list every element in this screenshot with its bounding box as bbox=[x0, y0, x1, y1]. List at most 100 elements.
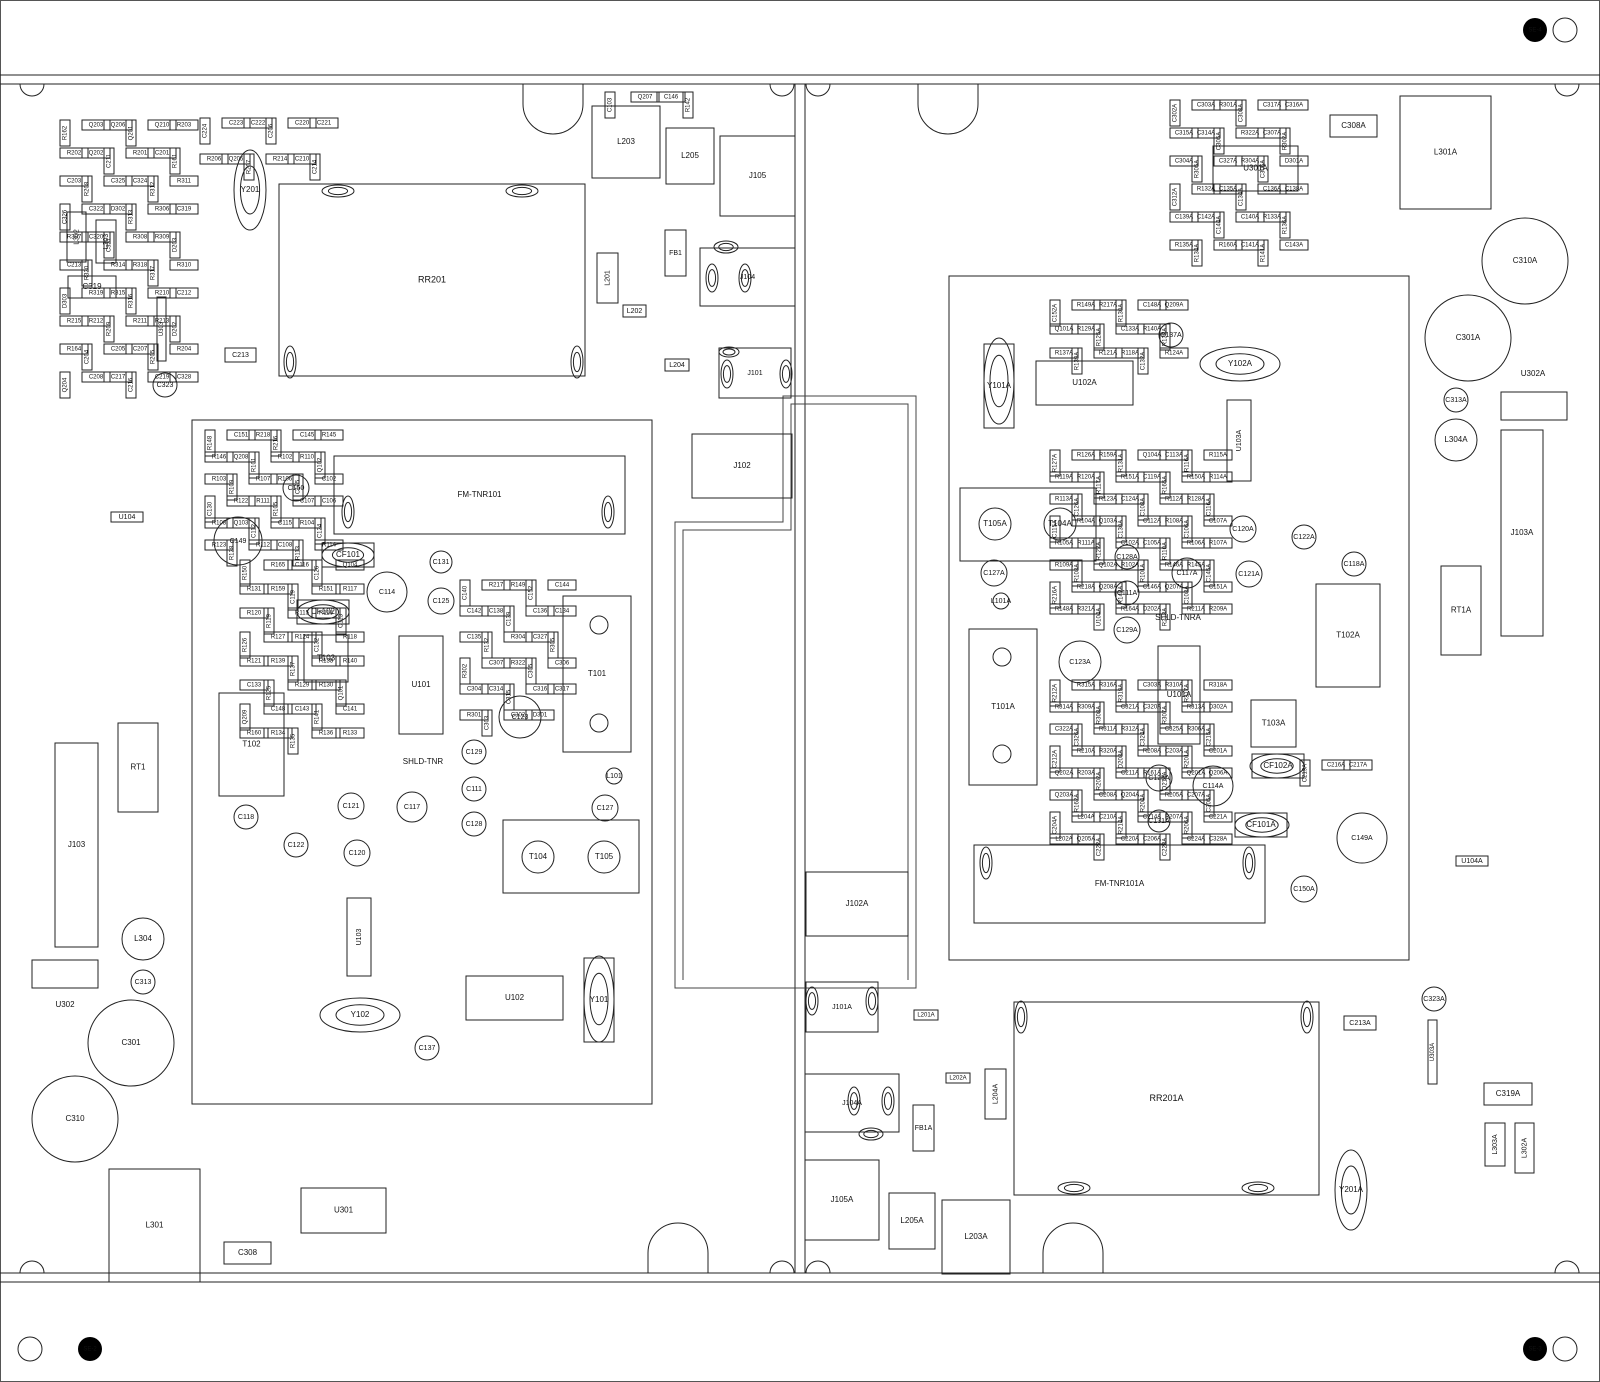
part-label: C220A bbox=[1121, 837, 1139, 843]
part-label: C122A bbox=[1293, 534, 1315, 541]
part-label: C108 bbox=[278, 543, 293, 549]
component-outline bbox=[287, 117, 317, 129]
oval-pad-inner bbox=[331, 547, 365, 563]
part-label: C320 bbox=[89, 235, 104, 241]
part-label: R164 bbox=[67, 347, 82, 353]
component-outline bbox=[263, 631, 293, 643]
part-label: R310A bbox=[1165, 683, 1183, 689]
component-outline bbox=[239, 559, 251, 587]
part-label: R151 bbox=[319, 587, 334, 593]
part-label: C216A bbox=[1327, 763, 1345, 769]
part-label: L302A bbox=[1521, 1138, 1528, 1159]
part-label: R164A bbox=[1121, 607, 1139, 613]
part-label: Q208 bbox=[234, 455, 249, 461]
oval-pad-inner bbox=[603, 501, 613, 523]
part-label: C213A bbox=[1349, 1020, 1371, 1027]
part-label: L101A bbox=[991, 598, 1012, 605]
part-label: R132 bbox=[485, 637, 491, 652]
oval-pad bbox=[319, 997, 401, 1033]
part-label: C204A bbox=[1053, 816, 1059, 834]
part-label: C223 bbox=[229, 121, 244, 127]
part-label: Q203A bbox=[1055, 793, 1074, 799]
part-label: C149A bbox=[1351, 835, 1373, 842]
component-outline bbox=[287, 679, 317, 691]
part-label: C326A bbox=[1075, 728, 1081, 746]
part-label: R142A bbox=[1119, 586, 1125, 604]
part-label: R304 bbox=[511, 635, 526, 641]
part-label: L204A bbox=[992, 1084, 999, 1105]
component-outline bbox=[1159, 679, 1189, 691]
part-label: R316A bbox=[1099, 683, 1117, 689]
oval-pad-inner bbox=[722, 365, 732, 383]
component-outline bbox=[1071, 767, 1101, 779]
component-outline bbox=[1159, 449, 1189, 461]
component-outline bbox=[314, 473, 344, 485]
component-outline bbox=[1213, 211, 1225, 239]
component-outline bbox=[1315, 583, 1381, 688]
part-label: C305 bbox=[529, 663, 535, 678]
component-outline bbox=[459, 683, 489, 695]
part-label: R118A bbox=[1121, 351, 1139, 357]
round-component bbox=[498, 695, 542, 739]
component-outline bbox=[314, 451, 326, 479]
part-label: J101A bbox=[832, 1004, 852, 1011]
part-label: R119 bbox=[267, 613, 273, 628]
part-label: R321A bbox=[1077, 607, 1095, 613]
part-label: R151A bbox=[1121, 475, 1139, 481]
part-label: C322 bbox=[89, 207, 104, 213]
round-component bbox=[233, 804, 259, 830]
round-component bbox=[1341, 551, 1367, 577]
part-label: J102 bbox=[733, 461, 751, 470]
part-label: C145 bbox=[300, 433, 315, 439]
part-label: C117 bbox=[404, 804, 420, 811]
part-label: R134A bbox=[1195, 244, 1201, 262]
part-label: R145 bbox=[322, 433, 337, 439]
oval-pad bbox=[738, 263, 752, 293]
oval-pad-inner bbox=[1016, 1006, 1026, 1028]
component-outline bbox=[1093, 537, 1105, 565]
part-label: C308A bbox=[1341, 121, 1366, 130]
part-label: C313A bbox=[1445, 397, 1467, 404]
part-label: R121 bbox=[247, 659, 262, 665]
component-outline bbox=[1235, 155, 1265, 167]
component-outline bbox=[1203, 515, 1233, 527]
part-label: R127A bbox=[1053, 454, 1059, 472]
oval-pad bbox=[847, 1086, 861, 1116]
component-outline bbox=[125, 231, 155, 243]
part-label: R315A bbox=[1077, 683, 1095, 689]
part-label: R103 bbox=[212, 477, 227, 483]
component-outline bbox=[204, 451, 234, 463]
part-label: C204 bbox=[85, 349, 91, 364]
part-label: T103A bbox=[1262, 719, 1286, 728]
part-label: C206A bbox=[1143, 837, 1161, 843]
part-label: R312A bbox=[1121, 727, 1139, 733]
part-label: C326 bbox=[63, 209, 69, 224]
part-label: C203 bbox=[67, 179, 82, 185]
part-label: R124A bbox=[1165, 351, 1183, 357]
part-label: C116 bbox=[295, 563, 310, 569]
part-label: R136 bbox=[319, 731, 334, 737]
part-label: C303A bbox=[1143, 683, 1161, 689]
part-label: C124 bbox=[318, 523, 324, 538]
part-label: Q203 bbox=[89, 123, 104, 129]
component-outline bbox=[1049, 767, 1079, 779]
component-outline bbox=[335, 727, 365, 739]
part-label: R149A bbox=[1077, 303, 1095, 309]
component-outline bbox=[1049, 559, 1079, 571]
component-outline bbox=[1279, 99, 1309, 111]
component-outline bbox=[169, 203, 199, 215]
component-outline bbox=[1169, 155, 1199, 167]
component-outline bbox=[239, 703, 251, 731]
part-label: L201 bbox=[604, 270, 611, 286]
component-outline bbox=[226, 539, 238, 567]
part-label: Q104A bbox=[1143, 453, 1162, 459]
part-label: C148A bbox=[1143, 303, 1161, 309]
part-label: C138A bbox=[1285, 187, 1303, 193]
component-outline bbox=[125, 371, 137, 399]
part-label: C142 bbox=[467, 609, 482, 615]
component-outline bbox=[1440, 565, 1482, 656]
component-outline bbox=[1213, 127, 1225, 155]
part-label: R121A bbox=[1099, 351, 1117, 357]
part-label: R148 bbox=[208, 435, 214, 450]
part-label: C327 bbox=[533, 635, 548, 641]
